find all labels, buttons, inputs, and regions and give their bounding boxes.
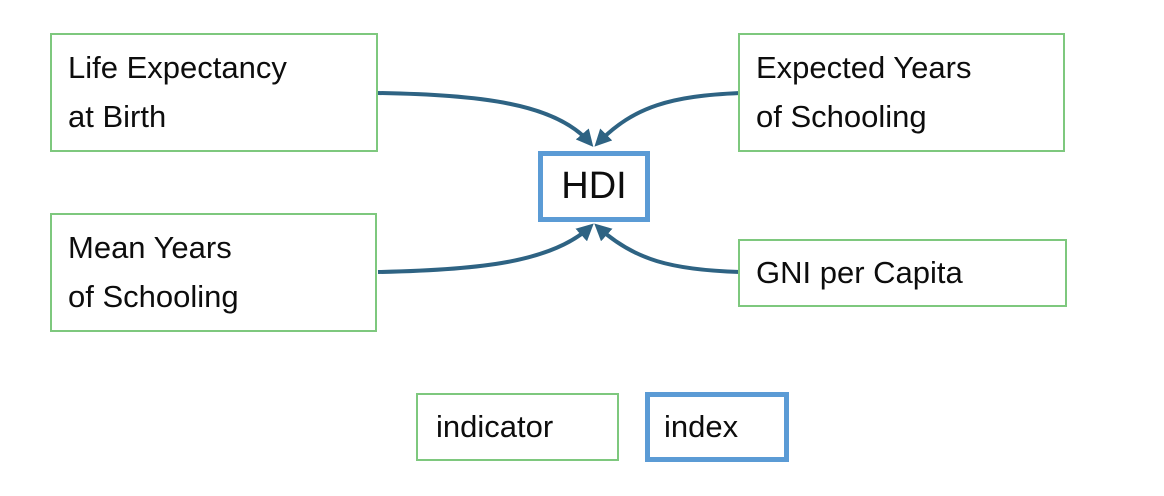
hdi-index-label: HDI: [561, 165, 627, 207]
arrow-gni-to-hdi: [594, 223, 741, 274]
indicator-box-life-expectancy: Life Expectancy at Birth: [50, 33, 378, 152]
indicator-label-expected-years-schooling: Expected Years of Schooling: [756, 50, 972, 134]
indicator-box-gni-per-capita: GNI per Capita: [738, 239, 1067, 307]
indicator-label-gni-per-capita: GNI per Capita: [756, 254, 963, 290]
legend-indicator-box: indicator: [416, 393, 619, 461]
arrow-life-expectancy-to-hdi: [377, 91, 594, 147]
indicator-box-expected-years-schooling: Expected Years of Schooling: [738, 33, 1065, 152]
hdi-index-box: HDI: [538, 151, 650, 222]
indicator-label-mean-years-schooling: Mean Years of Schooling: [68, 230, 239, 314]
arrow-mean-years-to-hdi: [377, 223, 594, 274]
indicator-box-mean-years-schooling: Mean Years of Schooling: [50, 213, 377, 332]
legend-index-box: index: [645, 392, 789, 462]
legend-index-label: index: [664, 409, 739, 444]
arrow-expected-years-to-hdi: [594, 91, 741, 147]
legend-indicator-label: indicator: [436, 409, 554, 444]
indicator-label-life-expectancy: Life Expectancy at Birth: [68, 50, 287, 134]
